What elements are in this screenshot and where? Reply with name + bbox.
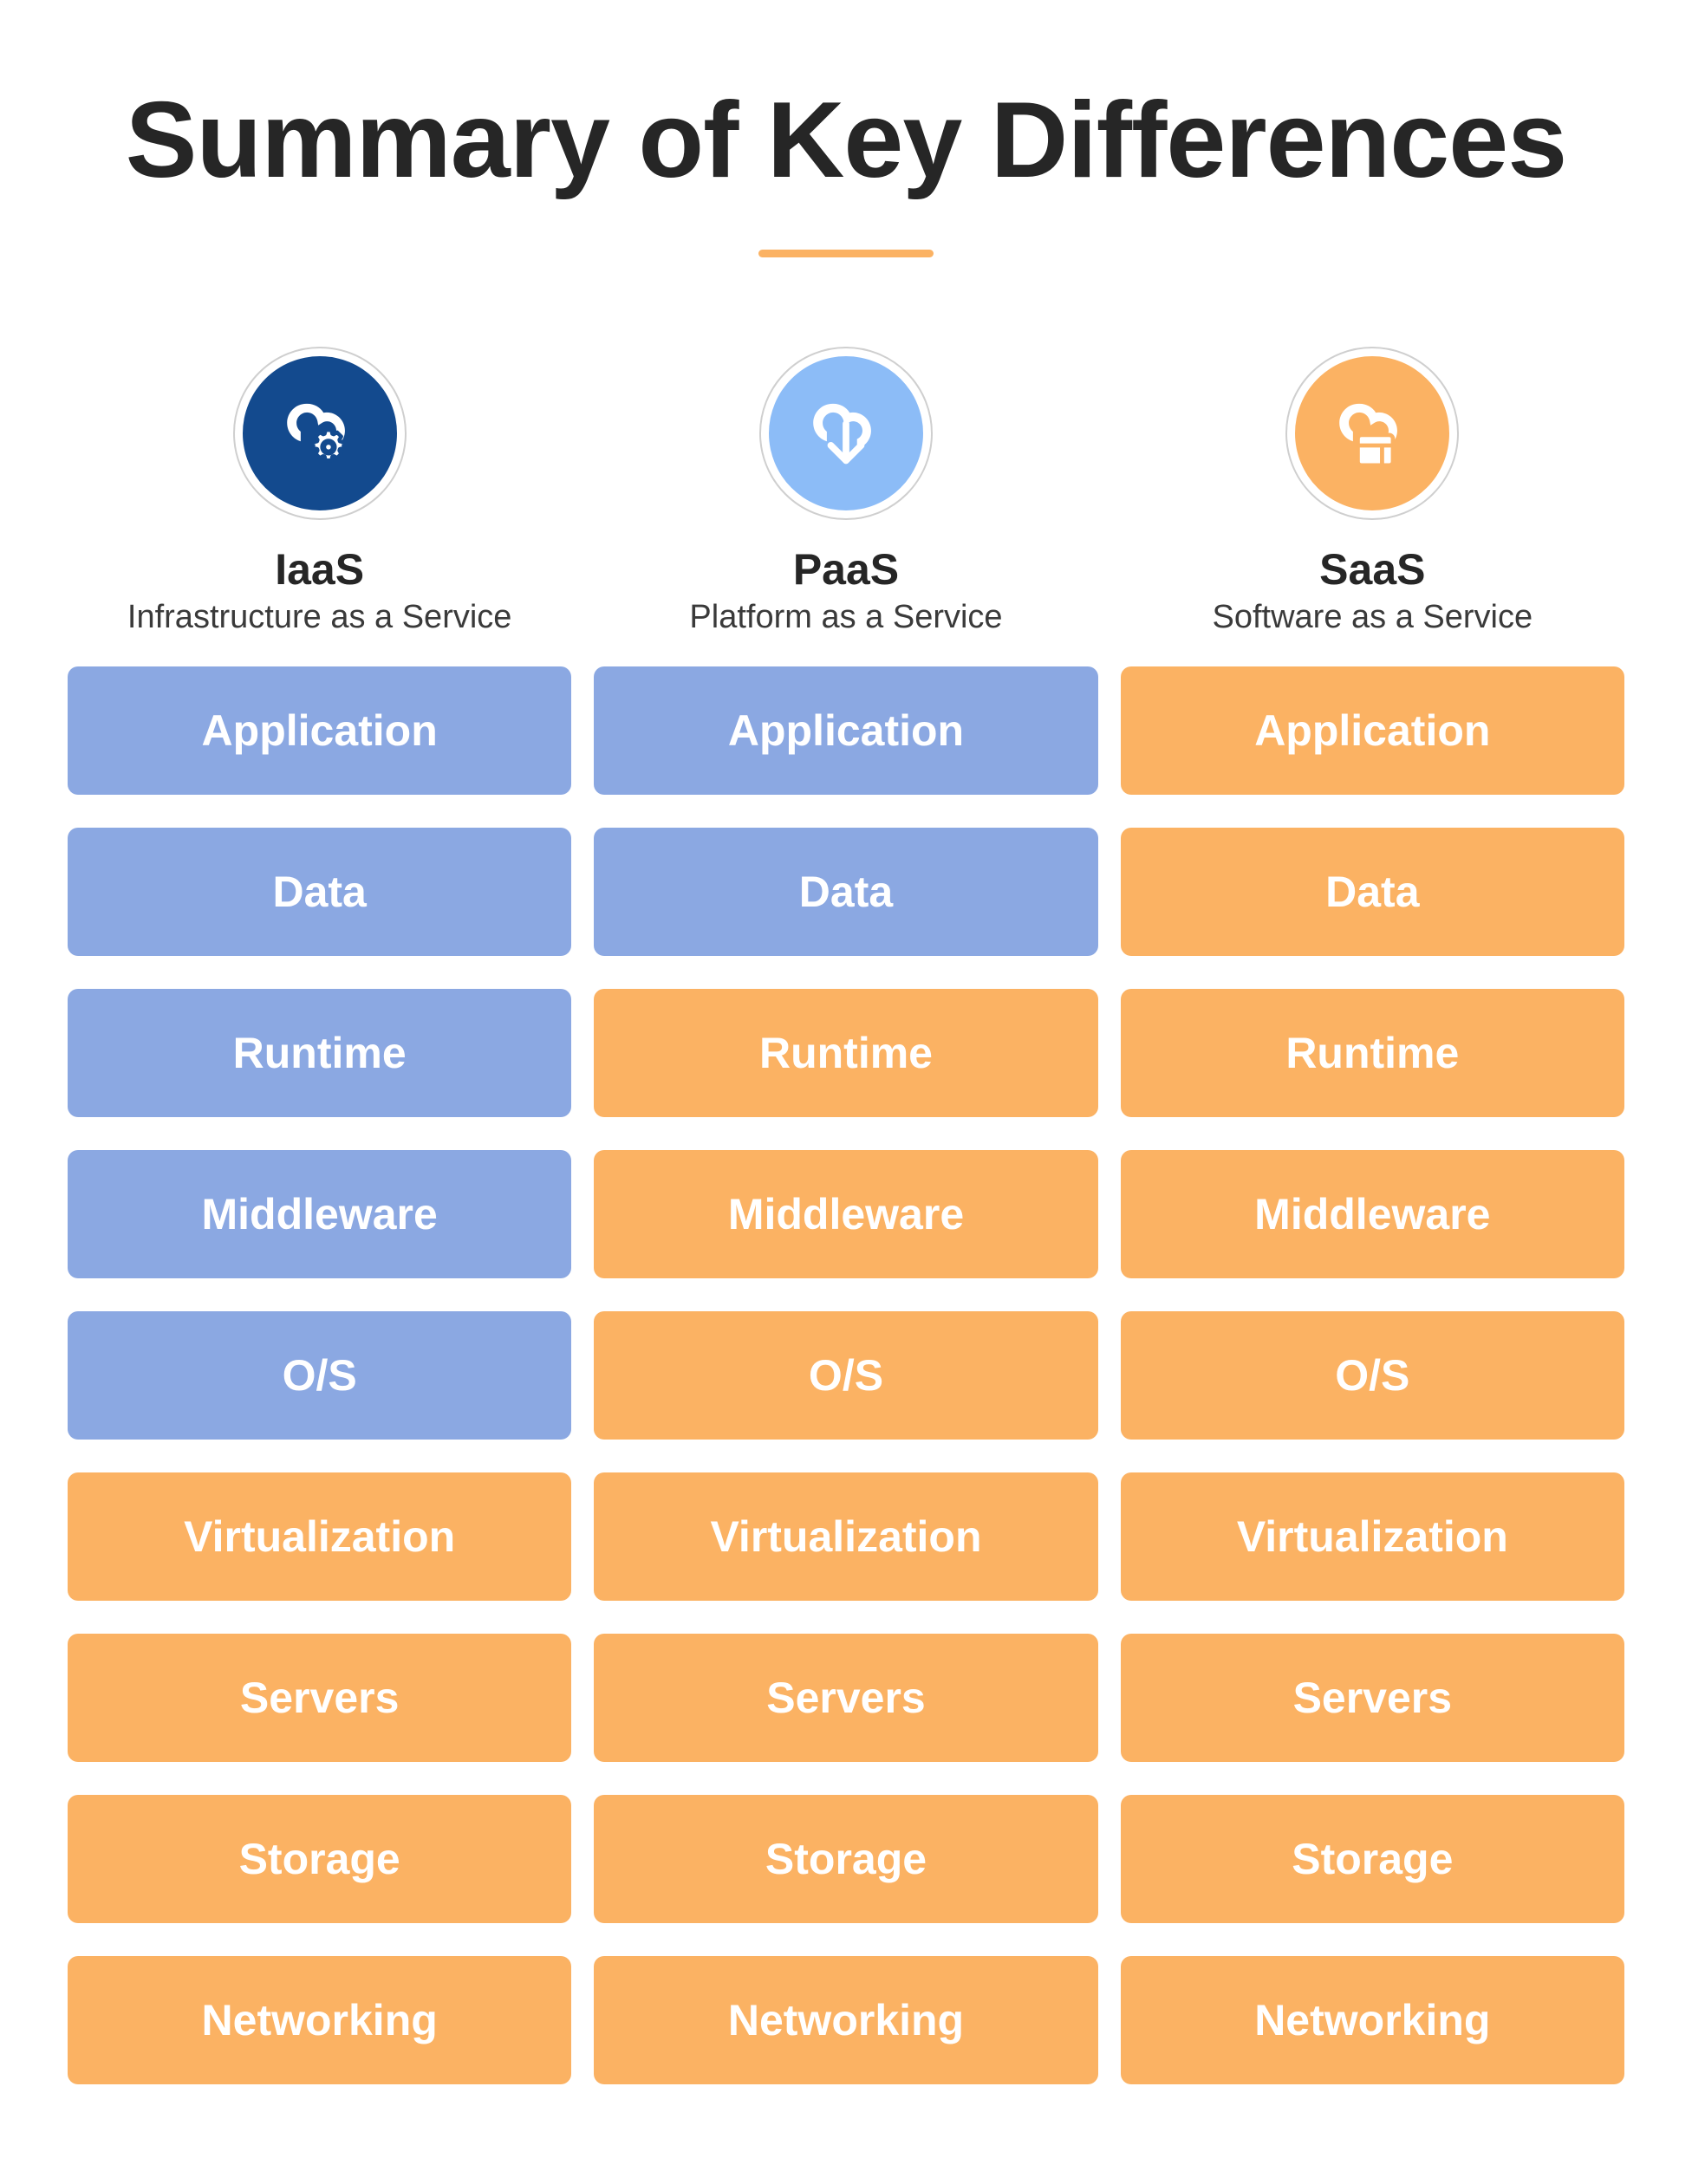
column-title-iaas: IaaS [275,545,365,594]
layer-saas-data[interactable]: Data [1120,827,1624,956]
iaas-icon-disc [242,356,397,510]
layer-saas-servers[interactable]: Servers [1120,1633,1624,1762]
layer-paas-servers[interactable]: Servers [594,1633,1098,1762]
layer-saas-middleware[interactable]: Middleware [1120,1149,1624,1278]
layer-saas-application[interactable]: Application [1120,666,1624,795]
layer-saas-storage[interactable]: Storage [1120,1794,1624,1923]
layer-iaas-storage[interactable]: Storage [68,1794,572,1923]
column-iaas: IaaS Infrastructure as a Service Applica… [68,347,572,2084]
column-saas: SaaS Software as a Service Application D… [1120,347,1624,2084]
service-model-columns: IaaS Infrastructure as a Service Applica… [68,347,1624,2084]
header: Summary of Key Differences [0,81,1692,257]
column-subtitle-iaas: Infrastructure as a Service [127,599,512,635]
layer-paas-virtualization[interactable]: Virtualization [594,1472,1098,1601]
layer-iaas-servers[interactable]: Servers [68,1633,572,1762]
column-paas: PaaS Platform as a Service Application D… [594,347,1098,2084]
layer-paas-application[interactable]: Application [594,666,1098,795]
cloud-download-icon [795,382,897,484]
layer-paas-data[interactable]: Data [594,827,1098,956]
layer-stack-paas: Application Data Runtime Middleware O/S … [594,666,1098,2084]
layer-paas-os[interactable]: O/S [594,1310,1098,1440]
layer-stack-saas: Application Data Runtime Middleware O/S … [1120,666,1624,2084]
paas-icon-disc [768,356,923,510]
saas-icon-disc [1295,356,1450,510]
layer-iaas-application[interactable]: Application [68,666,572,795]
title-divider [758,249,934,257]
layer-paas-runtime[interactable]: Runtime [594,988,1098,1117]
saas-icon-ring [1285,347,1460,520]
iaas-icon-ring [232,347,407,520]
page-title: Summary of Key Differences [125,81,1567,200]
column-subtitle-saas: Software as a Service [1212,599,1533,635]
layer-saas-runtime[interactable]: Runtime [1120,988,1624,1117]
layer-iaas-data[interactable]: Data [68,827,572,956]
paas-icon-ring [758,347,933,520]
column-subtitle-paas: Platform as a Service [689,599,1003,635]
layer-saas-virtualization[interactable]: Virtualization [1120,1472,1624,1601]
layer-iaas-runtime[interactable]: Runtime [68,988,572,1117]
layer-iaas-networking[interactable]: Networking [68,1955,572,2084]
layer-paas-networking[interactable]: Networking [594,1955,1098,2084]
layer-iaas-middleware[interactable]: Middleware [68,1149,572,1278]
column-title-saas: SaaS [1319,545,1426,594]
layer-paas-storage[interactable]: Storage [594,1794,1098,1923]
layer-iaas-virtualization[interactable]: Virtualization [68,1472,572,1601]
layer-stack-iaas: Application Data Runtime Middleware O/S … [68,666,572,2084]
layer-paas-middleware[interactable]: Middleware [594,1149,1098,1278]
cloud-gear-icon [269,382,371,484]
cloud-window-icon [1321,382,1423,484]
column-title-paas: PaaS [792,545,900,594]
layer-saas-networking[interactable]: Networking [1120,1955,1624,2084]
layer-iaas-os[interactable]: O/S [68,1310,572,1440]
layer-saas-os[interactable]: O/S [1120,1310,1624,1440]
